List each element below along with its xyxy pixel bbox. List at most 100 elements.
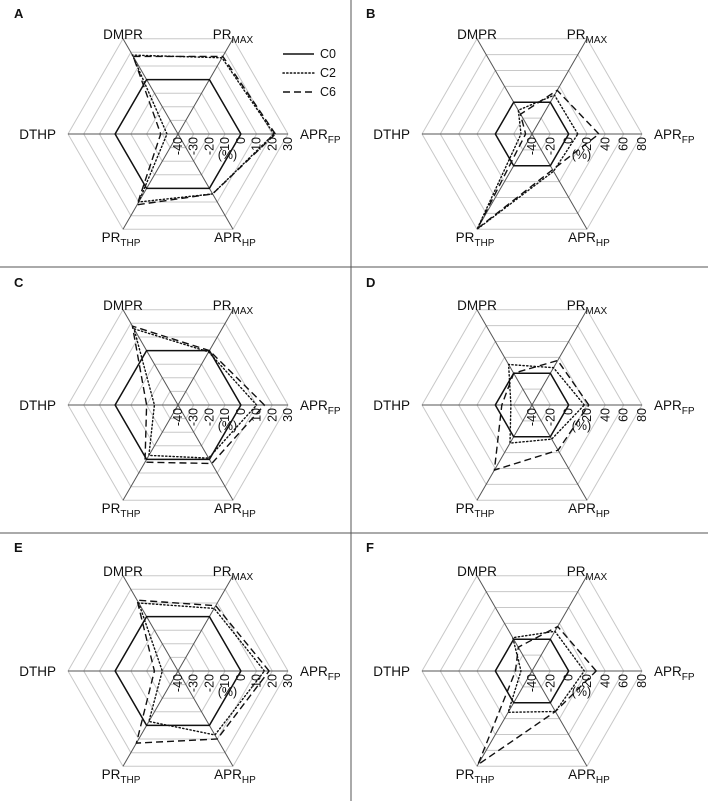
axis-label-main: PR [213, 564, 232, 579]
axis-label-main: PR [213, 27, 232, 42]
axis-spoke [476, 309, 533, 406]
axis-label: APRFP [654, 664, 695, 683]
axis-label: APRHP [214, 767, 256, 786]
axis-label-main: APR [654, 127, 682, 142]
tick-label: 30 [281, 674, 295, 688]
axis-label: PRMAX [213, 27, 254, 46]
tick-label: -40 [525, 137, 539, 155]
axis-label: DTHP [19, 398, 56, 413]
tick-label: 0 [562, 674, 576, 681]
tick-label: -10 [218, 137, 232, 155]
axis-label: DMPR [103, 298, 143, 313]
axis-label-main: DMPR [457, 298, 497, 313]
axis-label: DTHP [373, 664, 410, 679]
axis-spoke [177, 133, 234, 230]
axis-label: PRTHP [102, 501, 141, 520]
axis-label: PRMAX [213, 564, 254, 583]
tick-label: 80 [635, 408, 649, 422]
tick-label: -20 [202, 674, 216, 692]
axis-label-sub: FP [682, 672, 695, 683]
series-c2 [132, 327, 258, 459]
series-c2 [137, 602, 266, 736]
tick-label: 80 [635, 137, 649, 151]
axis-label-sub: THP [474, 238, 494, 249]
tick-label: -40 [525, 408, 539, 426]
axis-label-main: PR [456, 767, 475, 782]
panel-label: A [14, 6, 24, 21]
axis-label-sub: FP [328, 406, 341, 417]
axis-label-sub: HP [242, 509, 256, 520]
axis-label: DTHP [373, 398, 410, 413]
axis-label: DMPR [103, 27, 143, 42]
axis-label-main: DTHP [373, 127, 410, 142]
tick-label: -20 [543, 674, 557, 692]
tick-label: 40 [598, 137, 612, 151]
tick-label: -20 [202, 408, 216, 426]
tick-label: 20 [265, 137, 279, 151]
axis-label-main: DMPR [103, 27, 143, 42]
axis-spoke [531, 38, 588, 135]
axis-spoke [531, 670, 588, 767]
axis-label: DMPR [457, 27, 497, 42]
axis-label-sub: THP [120, 775, 140, 786]
axis-label-main: PR [567, 27, 586, 42]
axis-label-sub: FP [328, 135, 341, 146]
axis-label-main: APR [214, 501, 242, 516]
tick-label: -30 [187, 137, 201, 155]
axis-label: DMPR [457, 564, 497, 579]
axis-label-main: DMPR [457, 564, 497, 579]
axis-spoke [122, 670, 179, 767]
axis-label-main: PR [102, 230, 121, 245]
axis-label-main: DTHP [19, 127, 56, 142]
series-c0 [114, 78, 242, 190]
axis-spoke [122, 309, 179, 406]
axis-label: APRHP [568, 230, 610, 249]
tick-label: -30 [187, 674, 201, 692]
axis-label-main: DTHP [373, 664, 410, 679]
unit-label: (%) [218, 148, 237, 162]
tick-label: -30 [187, 408, 201, 426]
series-c0 [494, 101, 570, 167]
series-c6 [135, 599, 270, 744]
tick-label: -40 [171, 408, 185, 426]
legend-label: C6 [320, 85, 336, 99]
axis-label-main: DMPR [103, 298, 143, 313]
tick-label: -20 [543, 137, 557, 155]
series-c2 [131, 54, 275, 203]
axis-spoke [177, 38, 234, 135]
axis-label: APRHP [568, 767, 610, 786]
axis-label: PRTHP [456, 767, 495, 786]
tick-label: 80 [635, 674, 649, 688]
axis-label-sub: FP [328, 672, 341, 683]
axis-label-main: DTHP [373, 398, 410, 413]
axis-label: PRMAX [567, 298, 608, 317]
axis-label-main: PR [456, 501, 475, 516]
axis-label-main: APR [300, 127, 328, 142]
axis-label: DTHP [19, 127, 56, 142]
axis-label-main: APR [300, 398, 328, 413]
panel-label: B [366, 6, 375, 21]
axis-spoke [531, 309, 588, 406]
unit-label: (%) [218, 419, 237, 433]
panel-label: F [366, 540, 374, 555]
axis-label-main: APR [214, 767, 242, 782]
axis-label-main: PR [102, 501, 121, 516]
axis-label-main: APR [568, 230, 596, 245]
tick-label: 0 [234, 137, 248, 144]
axis-label: PRTHP [102, 230, 141, 249]
tick-label: -20 [202, 137, 216, 155]
axis-label-sub: HP [242, 775, 256, 786]
axis-label: DTHP [373, 127, 410, 142]
axis-label: PRMAX [213, 298, 254, 317]
axis-label: PRTHP [456, 501, 495, 520]
axis-label-main: PR [567, 298, 586, 313]
legend-label: C0 [320, 47, 336, 61]
axis-label-sub: HP [596, 775, 610, 786]
axis-label-main: DMPR [103, 564, 143, 579]
tick-label: -10 [218, 674, 232, 692]
axis-label-main: DTHP [19, 664, 56, 679]
series-c0 [114, 615, 242, 727]
axis-label-sub: THP [474, 775, 494, 786]
